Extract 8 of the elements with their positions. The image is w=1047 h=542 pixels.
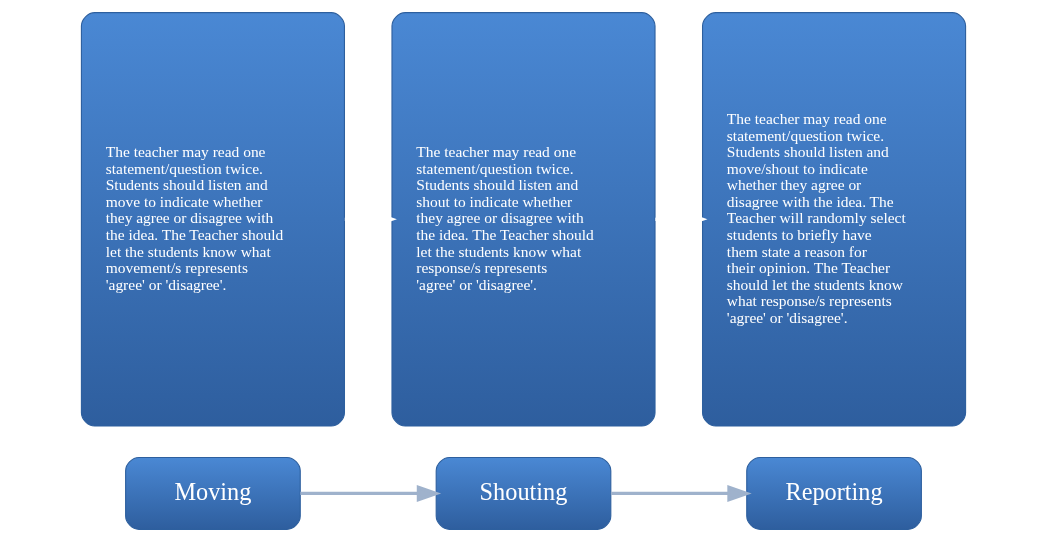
node-box: The teacher may read one statement/question twice. Students should listen and shout to indicate whether they agree or disagree with the idea. The Teacher should let the students know what response/s represents 'agree' or 'disagree'. [391,12,656,427]
node-box: Reporting [746,456,922,530]
node-box: Shouting [435,456,612,530]
node-box: The teacher may read one statement/question twice. Students should listen and move/shout to indicate whether they agree or disagree with the idea. The Teacher will randomly select students to briefly have them state a reason for their opinion. The Teacher should let the students know what response/s represents 'agree' or 'disagree'. [702,12,967,427]
node-box: The teacher may read one statement/question twice. Students should listen and move to indicate whether they agree or disagree with the idea. The Teacher should let the students know what movement/s represents 'agree' or 'disagree'. [80,12,345,427]
arrow [610,484,752,502]
node-box: Moving [125,456,301,530]
arrow [300,484,442,502]
